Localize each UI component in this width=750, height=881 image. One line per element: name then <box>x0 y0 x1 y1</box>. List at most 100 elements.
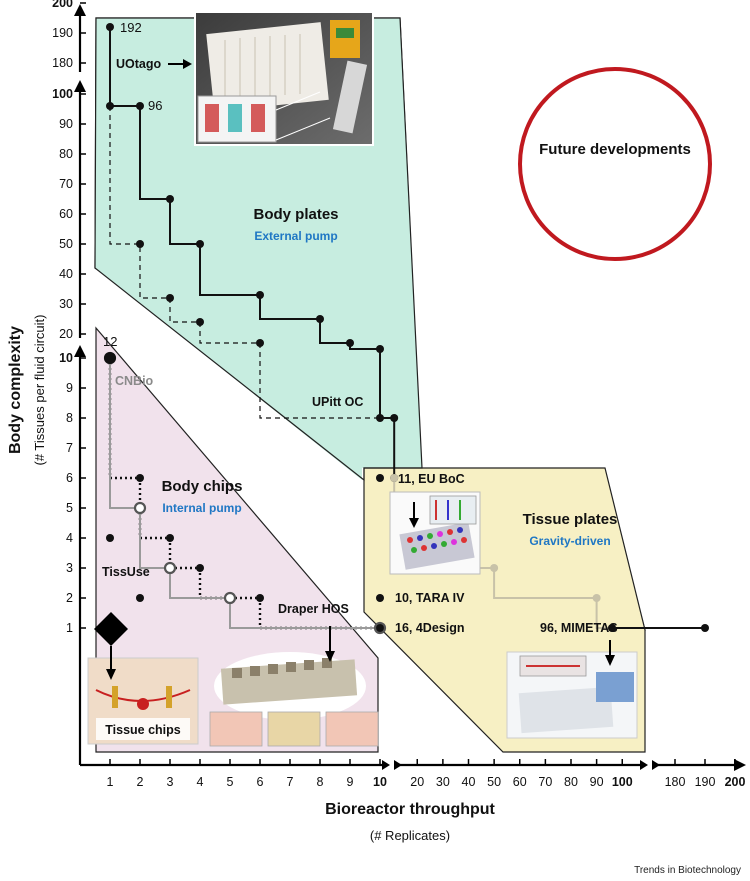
y-tick-label: 40 <box>59 267 73 281</box>
body-chips-region <box>95 326 379 753</box>
y-axis-title: Body complexity <box>7 326 24 454</box>
uotago-arrow <box>168 59 192 69</box>
body-plates-outline <box>94 17 423 482</box>
annotation-192: 192 <box>120 20 142 35</box>
data-point <box>376 624 384 632</box>
x-tick-label: 100 <box>612 775 633 789</box>
data-point <box>196 318 204 326</box>
data-point <box>256 291 264 299</box>
annotation-96: 96 <box>148 98 162 113</box>
annotation-cnbio: CNBio <box>115 374 154 388</box>
x-tick-label: 90 <box>590 775 604 789</box>
y-tick-label: 8 <box>66 411 73 425</box>
y-tick-label: 180 <box>52 56 73 70</box>
data-point <box>163 561 177 575</box>
y-tick-label: 80 <box>59 147 73 161</box>
annotation-tara: 10, TARA IV <box>395 591 465 605</box>
diamond-marker <box>94 612 128 646</box>
x-tick-label: 4 <box>197 775 204 789</box>
x-tick-label: 20 <box>410 775 424 789</box>
x-tick-label: 60 <box>513 775 527 789</box>
tissue-chips-photo: Tissue chips <box>87 612 199 745</box>
x-tick-label: 30 <box>436 775 450 789</box>
y-tick-label: 90 <box>59 117 73 131</box>
data-point <box>256 339 264 347</box>
x-axis-title: Bioreactor throughput <box>325 801 495 818</box>
x-tick-label: 200 <box>725 775 746 789</box>
footer: Trends in Biotechnology <box>634 865 741 876</box>
data-point <box>136 594 144 602</box>
axis-arrows <box>74 4 746 771</box>
body-chips-label: Body chips <box>162 478 243 495</box>
data-point <box>133 501 147 515</box>
y-tick-label: 2 <box>66 591 73 605</box>
y-tick-label: 4 <box>66 531 73 545</box>
data-point <box>256 594 264 602</box>
series-markers <box>103 23 709 635</box>
eu-boc-photo <box>389 491 481 575</box>
x-tick-label: 10 <box>373 775 387 789</box>
y-tick-label: 200 <box>52 0 73 10</box>
data-point <box>376 594 384 602</box>
data-point <box>316 315 324 323</box>
x-tick-label: 40 <box>462 775 476 789</box>
x-tick-label: 2 <box>137 775 144 789</box>
future-developments-label: Future developments <box>539 141 691 158</box>
x-tick-label: 50 <box>487 775 501 789</box>
x-ticks-high: 180 190 200 <box>665 759 746 789</box>
x-tick-label: 8 <box>317 775 324 789</box>
data-point <box>592 594 601 602</box>
tissue-plates-subtitle: Gravity-driven <box>529 534 610 548</box>
y-tick-label: 100 <box>52 87 73 101</box>
data-point <box>608 624 616 632</box>
series-line-dashed-black <box>109 106 380 419</box>
data-point <box>346 339 354 347</box>
annotation-draper: Draper HOS <box>278 602 349 616</box>
y-axis-subtitle: (# Tissues per fluid circuit) <box>32 315 47 466</box>
y-tick-label: 6 <box>66 471 73 485</box>
data-point <box>136 240 144 248</box>
y-tick-label: 9 <box>66 381 73 395</box>
data-point <box>166 294 174 302</box>
mimetas-photo <box>506 640 638 739</box>
annotation-upitt: UPitt OC <box>312 395 363 409</box>
x-tick-label: 1 <box>107 775 114 789</box>
data-point <box>166 534 174 542</box>
series-line-solid-black <box>109 27 396 478</box>
data-point <box>136 102 144 110</box>
y-tick-label: 70 <box>59 177 73 191</box>
y-tick-label: 1 <box>66 621 73 635</box>
annotation-mimetas: 96, MIMETAS <box>540 621 618 635</box>
data-point <box>376 345 384 353</box>
data-point <box>490 564 499 572</box>
data-point <box>376 474 384 482</box>
body-chips-subtitle: Internal pump <box>162 501 241 515</box>
x-tick-label: 6 <box>257 775 264 789</box>
body-plates-subtitle: External pump <box>254 229 337 243</box>
x-tick-label: 7 <box>287 775 294 789</box>
y-ticks-high: 180 190 200 <box>52 0 86 70</box>
data-point <box>390 474 399 482</box>
uotago-photo <box>194 11 374 146</box>
future-developments-circle <box>518 67 712 261</box>
annotation-12: 12 <box>103 334 117 349</box>
x-axis-subtitle: (# Replicates) <box>370 828 450 843</box>
annotation-tissue-chips: Tissue chips <box>105 723 181 737</box>
annotation-tissuse: TissUse <box>102 565 150 579</box>
x-tick-label: 190 <box>695 775 716 789</box>
x-tick-label: 9 <box>347 775 354 789</box>
x-tick-label: 80 <box>564 775 578 789</box>
y-tick-label: 190 <box>52 26 73 40</box>
data-point-large <box>104 352 116 364</box>
x-tick-label: 180 <box>665 775 686 789</box>
annotation-4design: 16, 4Design <box>395 621 464 635</box>
annotation-uotago: UOtago <box>116 57 162 71</box>
x-tick-label: 5 <box>227 775 234 789</box>
y-tick-label: 10 <box>59 351 73 365</box>
y-tick-label: 30 <box>59 297 73 311</box>
